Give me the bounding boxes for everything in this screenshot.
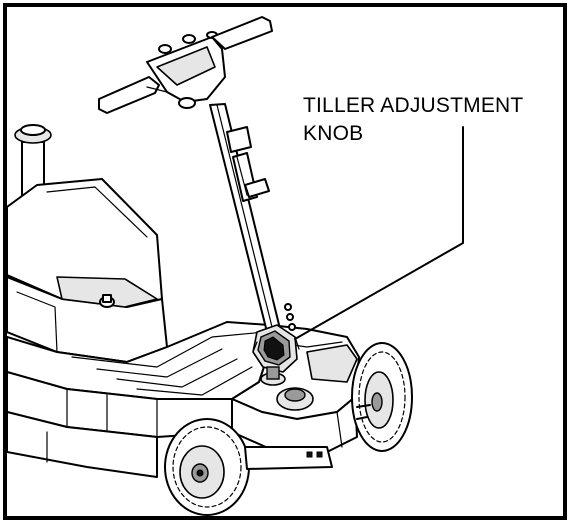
callout-line-2: KNOB: [303, 122, 364, 145]
rear-body: [7, 178, 168, 363]
callout-leader-line: [294, 126, 464, 340]
tiller-adjustment-knob: [252, 324, 300, 386]
front-shroud: [231, 324, 360, 453]
scooter-illustration: [7, 16, 464, 516]
undercarriage: [244, 446, 333, 470]
tiller-column: [209, 103, 296, 341]
front-wheel-right: [351, 342, 413, 452]
callout-label: TILLER ADJUSTMENT KNOB: [303, 92, 523, 148]
tiller-head: [98, 16, 273, 114]
front-wheel-left: [164, 418, 250, 516]
figure-frame: TILLER ADJUSTMENT KNOB: [3, 3, 567, 520]
callout-line-1: TILLER ADJUSTMENT: [303, 94, 524, 117]
floor-deck: [7, 321, 270, 478]
